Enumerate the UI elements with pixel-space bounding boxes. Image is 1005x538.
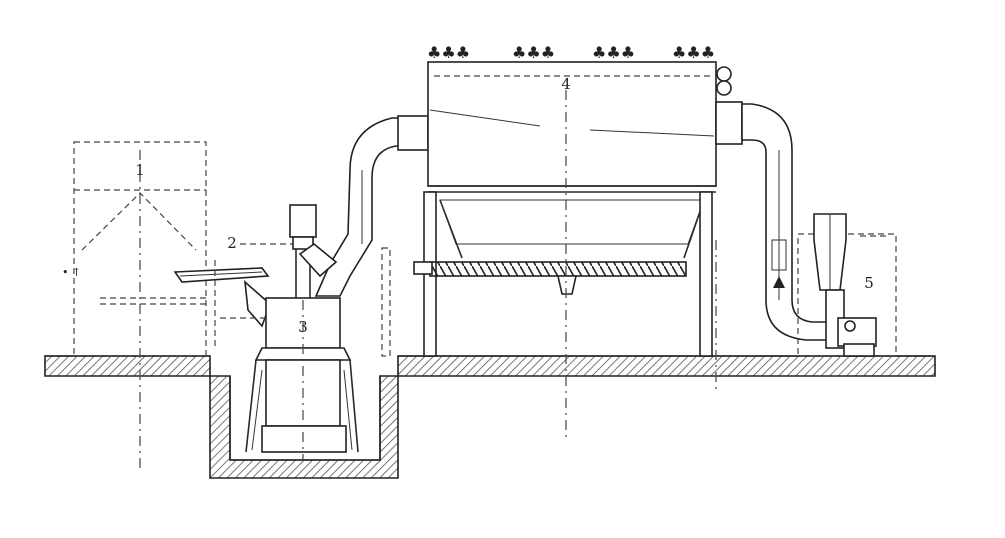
bag-filter-collector: ♣♣♣ ♣♣♣ ♣♣♣ ♣♣♣ <box>413 43 732 440</box>
svg-text:♣♣♣: ♣♣♣ <box>672 43 715 62</box>
label-part-2: 2 <box>227 234 237 252</box>
label-part-5: 5 <box>864 274 874 292</box>
collector-outlet-duct <box>715 101 831 341</box>
exhaust-fan <box>797 213 897 357</box>
pulse-valves: ♣♣♣ ♣♣♣ ♣♣♣ ♣♣♣ <box>427 43 715 62</box>
svg-text:♣♣♣: ♣♣♣ <box>512 43 555 62</box>
label-part-3: 3 <box>298 318 308 336</box>
grinding-mill <box>220 204 391 460</box>
feed-hopper: • ↑ <box>62 141 210 470</box>
svg-text:♣♣♣: ♣♣♣ <box>427 43 470 62</box>
svg-text:• ↑: • ↑ <box>62 266 81 279</box>
label-part-4: 4 <box>561 75 571 93</box>
svg-text:♣♣♣: ♣♣♣ <box>592 43 635 62</box>
label-part-1: 1 <box>135 161 145 179</box>
feed-conveyor <box>173 243 300 350</box>
ground-foundation <box>44 355 936 479</box>
mill-outlet-duct <box>298 115 429 297</box>
